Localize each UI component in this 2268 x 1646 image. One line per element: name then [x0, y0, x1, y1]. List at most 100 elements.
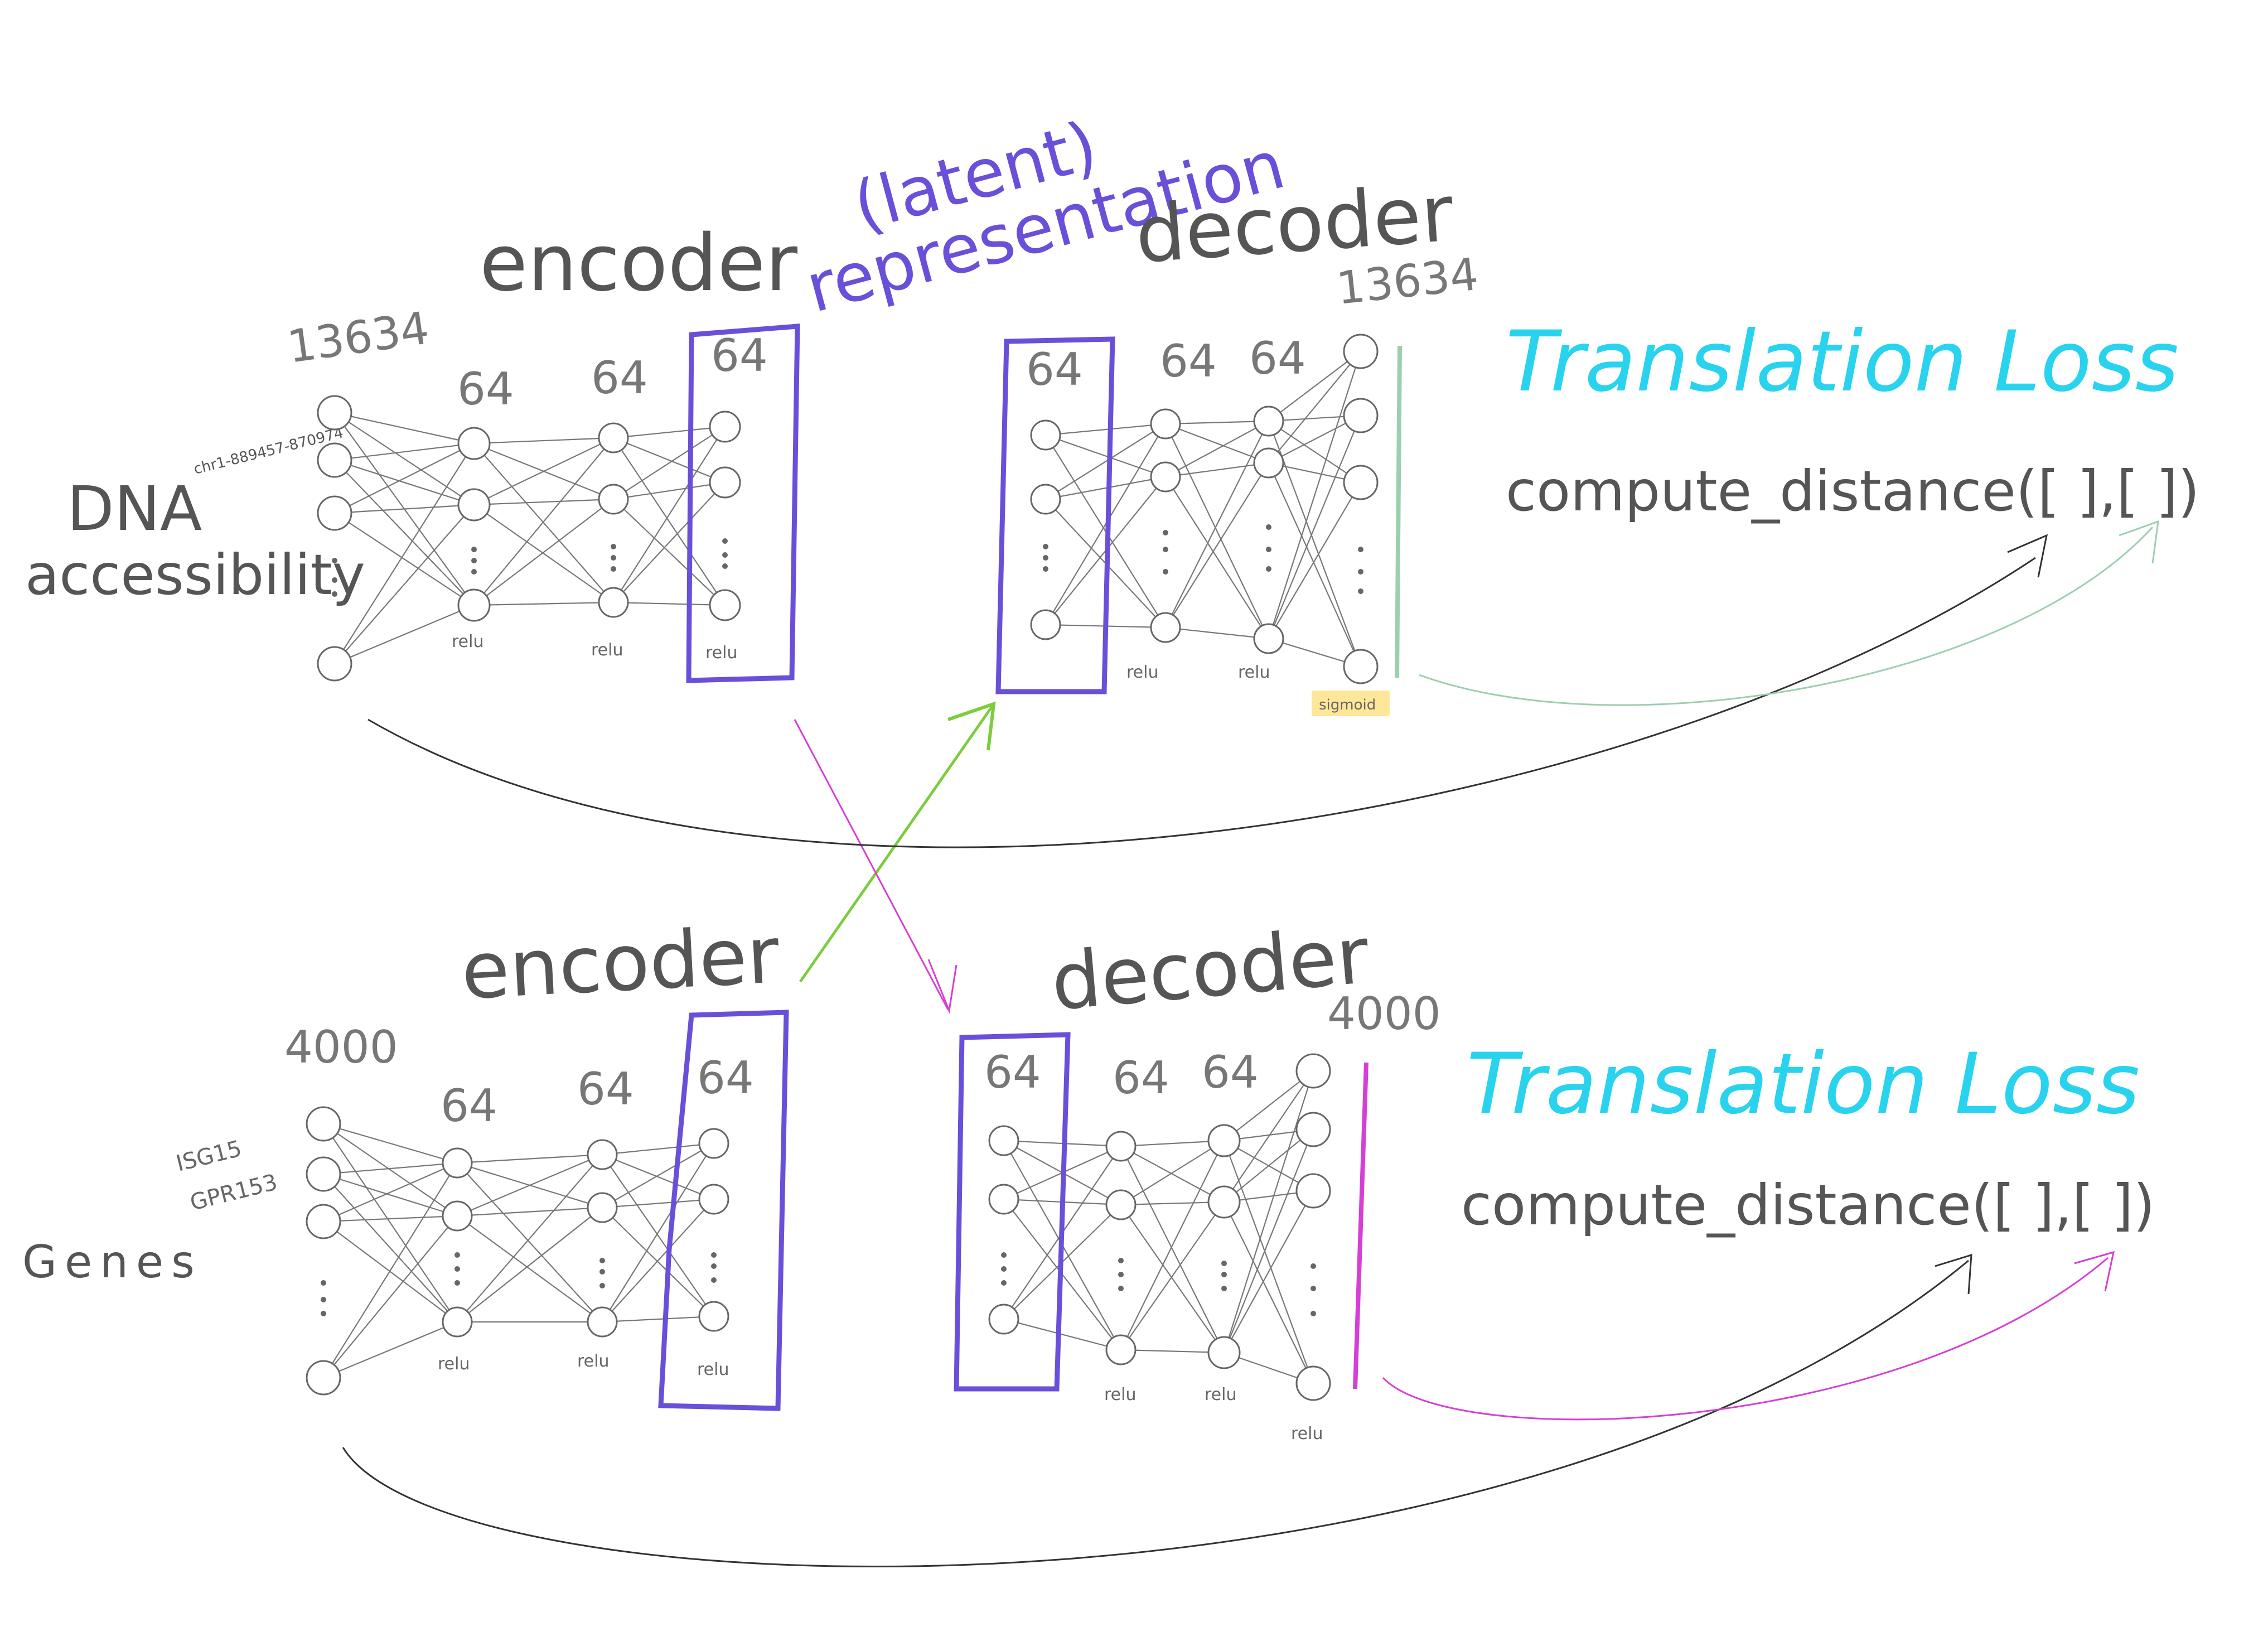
- dna-encoder-ellipsis-dot: [722, 563, 728, 569]
- genes-decoder-node: [1207, 1336, 1241, 1369]
- genes-decoder-latent-box: [954, 1032, 1071, 1392]
- dna-encoder-edge: [473, 437, 614, 606]
- genes-decoder-node: [988, 1184, 1019, 1215]
- dna-input-to-loss-arrow: [367, 557, 2036, 848]
- dna-encoder-edge: [473, 498, 614, 506]
- dna-encoder-edge: [613, 426, 726, 500]
- dna-encoder-edge: [473, 499, 614, 606]
- dna-encoder-ellipsis-dot: [611, 566, 616, 572]
- dna-decoder-edge: [1165, 423, 1269, 639]
- genes-encoder-hidden1-size: 64: [441, 1080, 497, 1132]
- dna-encoder-ellipsis-dot: [722, 552, 728, 558]
- genes-encoder-edge: [602, 1153, 714, 1200]
- genes-encoder-ellipsis-dot: [454, 1252, 460, 1258]
- dna-decoder-ellipsis-dot: [1358, 569, 1363, 575]
- dna-decoder-edge: [1268, 351, 1361, 464]
- dna-decoder-edge: [1045, 423, 1166, 625]
- genes-encoder-ellipsis-dot: [321, 1280, 326, 1286]
- genes-encoder-ellipsis-dot: [711, 1263, 717, 1269]
- genes-encoder-edge: [323, 1321, 458, 1379]
- genes-decoder-node: [1295, 1112, 1331, 1147]
- genes-decoder-edge: [1224, 1201, 1314, 1384]
- genes-decoder-node: [1295, 1365, 1331, 1401]
- genes-decoder-edge: [1120, 1146, 1225, 1353]
- dna-encoder-latent-size: 64: [711, 330, 768, 382]
- dna-encoder-edge: [334, 412, 475, 445]
- dna-decoder-node: [1150, 612, 1181, 643]
- dna-encoder-node: [598, 587, 629, 618]
- genes-enc-act-2: relu: [577, 1351, 609, 1371]
- genes-decoder-ellipsis-dot: [1221, 1261, 1227, 1266]
- genes-input-to-loss-arrowhead: [1935, 1253, 1972, 1295]
- genes-decoder-edge: [1224, 1070, 1314, 1203]
- dna-decoder-ellipsis-dot: [1358, 547, 1363, 552]
- genes-encoder-edge: [457, 1154, 603, 1322]
- genes-enc-act-1: relu: [438, 1354, 470, 1374]
- dna-decoder-node: [1030, 419, 1061, 451]
- genes-decoder-edge: [1003, 1318, 1121, 1351]
- genes-encoder-edge: [323, 1174, 458, 1322]
- dna-decoder-edge: [1268, 415, 1362, 639]
- dna-decoder-edge: [1268, 351, 1361, 422]
- dna-decoder-ellipsis-dot: [1043, 566, 1048, 572]
- genes-encoder-edge: [602, 1199, 714, 1322]
- genes-decoder-edge: [1120, 1146, 1225, 1203]
- dna-encoder-edge: [334, 504, 475, 514]
- genes-decoder-ellipsis-dot: [1001, 1266, 1007, 1272]
- dna-encoder-edge: [334, 442, 475, 461]
- dna-decoder-network: [1030, 334, 1379, 684]
- genes-encoder-edge: [602, 1315, 714, 1323]
- dna-encoder-edge: [334, 604, 475, 665]
- dna-to-genes-decoder-arrow: [794, 719, 949, 1010]
- dna-input-label-line2: accessibility: [25, 542, 365, 607]
- genes-decoder-edge: [1120, 1201, 1225, 1206]
- dna-encoder-edge: [334, 459, 475, 506]
- genes-encoder-node: [306, 1156, 341, 1192]
- dna-encoder-edge: [334, 460, 475, 606]
- dna-encoder-edge: [613, 601, 726, 606]
- genes-encoder-edge: [602, 1207, 714, 1317]
- dna-encoder-edge: [473, 437, 614, 505]
- genes-encoder-edge: [323, 1123, 458, 1322]
- dna-encoder-title: encoder: [480, 218, 797, 309]
- dna-encoder-node: [317, 442, 352, 478]
- genes-encoder-ellipsis-dot: [599, 1283, 605, 1288]
- genes-encoder-ellipsis-dot: [711, 1252, 717, 1258]
- dna-decoder-edge: [1268, 351, 1362, 639]
- genes-decoder-node: [1295, 1053, 1331, 1089]
- dna-decoder-edge: [1165, 420, 1269, 425]
- dna-decoder-node: [1343, 649, 1379, 684]
- genes-encoder-node: [587, 1306, 618, 1338]
- dna-encoder-edge: [334, 412, 475, 505]
- dna-encoder-node: [709, 589, 741, 621]
- genes-decoder-edge: [1224, 1190, 1314, 1353]
- dna-decoder-edge: [1268, 462, 1362, 667]
- genes-encoder-hidden2-size: 64: [577, 1063, 634, 1115]
- genes-encoder-node: [442, 1306, 473, 1338]
- genes-feature-note-line1: ISG15: [173, 1136, 244, 1176]
- dna-encoder-edge: [613, 426, 726, 603]
- genes-decoder-latent-size: 64: [984, 1046, 1041, 1098]
- dna-encoder-edge: [334, 504, 475, 664]
- genes-loss-title: Translation Loss: [1467, 1036, 2140, 1133]
- dna-decoder-edge: [1045, 434, 1166, 478]
- dna-encoder-input-size: 13634: [284, 302, 432, 373]
- dna-decoder-latent-box: [995, 336, 1115, 694]
- genes-encoder-node: [306, 1360, 341, 1396]
- dna-encoder-edge: [613, 481, 726, 500]
- genes-encoder-node: [698, 1128, 729, 1159]
- dna-encoder-edge: [613, 482, 726, 603]
- dna-encoder-edge: [473, 437, 614, 445]
- dna-encoder-ellipsis-dot: [471, 558, 477, 563]
- genes-encoder-edge: [323, 1221, 458, 1322]
- dna-encoder-edge: [613, 426, 726, 439]
- dna-decoder-edge: [1165, 626, 1269, 640]
- genes-decoder-ellipsis-dot: [1310, 1263, 1316, 1269]
- genes-encoder-edge: [457, 1153, 603, 1164]
- dna-decoder-node: [1253, 447, 1284, 479]
- dna-decoder-ellipsis-dot: [1163, 547, 1168, 552]
- genes-input-label: Genes: [22, 1236, 202, 1288]
- dna-encoder-edge: [613, 499, 726, 606]
- dna-encoder-ellipsis-dot: [332, 558, 337, 563]
- dna-encoder-node: [317, 646, 352, 682]
